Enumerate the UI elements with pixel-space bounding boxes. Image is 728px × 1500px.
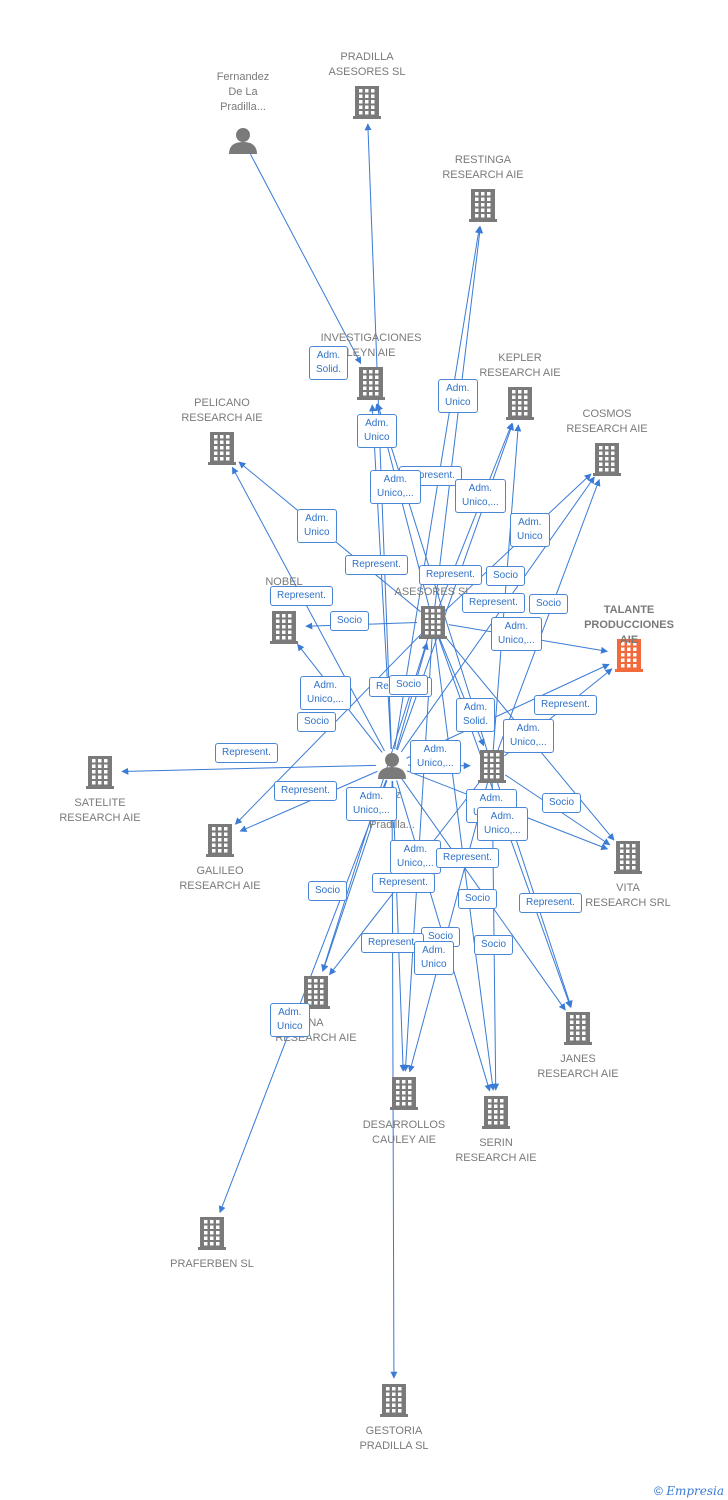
edge-role-label[interactable]: Adm. Unico,... (477, 807, 528, 841)
edge-role-label[interactable]: Represent. (519, 893, 582, 913)
copyright-symbol: © (654, 1484, 663, 1498)
node-label-pelicano[interactable]: PELICANO RESEARCH AIE (181, 397, 263, 424)
node-label-talante-producciones[interactable]: TALANTE PRODUCCIONES AIE (584, 604, 674, 646)
edge-role-label[interactable]: Adm. Unico,... (300, 676, 351, 710)
building-icon[interactable] (615, 639, 643, 672)
edge-role-label[interactable]: Represent. (215, 743, 278, 763)
edge-role-label[interactable]: Socio (330, 611, 370, 631)
building-icon[interactable] (357, 367, 385, 400)
edge-role-label[interactable]: Adm. Unico (297, 509, 337, 543)
edge-role-label[interactable]: Represent. (372, 873, 435, 893)
node-label-satelite[interactable]: SATELITE RESEARCH AIE (59, 797, 141, 824)
edge-role-label[interactable]: Socio (308, 881, 348, 901)
building-icon[interactable] (506, 387, 534, 420)
node-label-investigaciones[interactable]: INVESTIGACIONES LEYN AIE (320, 332, 422, 359)
edge-fernandez-center-to-restinga (394, 226, 482, 750)
edge-role-label[interactable]: Represent. (534, 695, 597, 715)
edge-fernandez-center-to-pelicano (231, 466, 385, 752)
node-label-gestoria[interactable]: GESTORIA PRADILLA SL (359, 1425, 429, 1452)
edge-role-label[interactable]: Represent. (419, 565, 482, 585)
building-icon[interactable] (353, 86, 381, 119)
node-label-fernandez-top[interactable]: Fernandez De La Pradilla... (216, 71, 270, 113)
building-icon[interactable] (208, 432, 236, 465)
building-icon[interactable] (380, 1384, 408, 1417)
node-label-serin[interactable]: SERIN RESEARCH AIE (455, 1137, 537, 1164)
edge-fernandez-center-to-galileo (239, 770, 378, 832)
edge-role-label[interactable]: Adm. Unico,... (503, 719, 554, 753)
edge-role-label[interactable]: Adm. Unico,... (390, 840, 441, 874)
edge-kl-to-cosmos (497, 478, 601, 752)
edge-fernandez-center-to-cosmos (400, 476, 595, 753)
building-icon[interactable] (564, 1012, 592, 1045)
building-icon[interactable] (198, 1217, 226, 1250)
edge-role-label[interactable]: Socio (529, 594, 569, 614)
edge-role-label[interactable]: Represent. (270, 586, 333, 606)
edge-role-label[interactable]: Socio (389, 675, 429, 695)
edge-role-label[interactable]: Socio (542, 793, 582, 813)
edge-role-label[interactable]: Adm. Unico (510, 513, 550, 547)
node-label-galileo[interactable]: GALILEO RESEARCH AIE (179, 865, 261, 892)
building-icon[interactable] (390, 1077, 418, 1110)
node-label-desarrollos[interactable]: DESARROLLOS CAULEY AIE (362, 1119, 446, 1146)
edge-role-label[interactable]: Socio (297, 712, 337, 732)
edge-role-label[interactable]: Adm. Unico,... (491, 617, 542, 651)
building-icon[interactable] (86, 756, 114, 789)
edge-fernandez-center-to-desarrollos (392, 780, 407, 1072)
edge-role-label[interactable]: Adm. Unico,... (370, 470, 421, 504)
edge-role-label[interactable]: Adm. Solid. (309, 346, 349, 380)
edge-role-label[interactable]: Represent. (274, 781, 337, 801)
edge-role-label[interactable]: Adm. Unico,... (455, 479, 506, 513)
footer: © Empresia (654, 1484, 724, 1498)
edge-role-label[interactable]: Adm. Unico (438, 379, 478, 413)
edge-kl-to-kepler (492, 424, 522, 751)
building-icon[interactable] (302, 976, 330, 1009)
edge-fernandez-top-to-investigaciones (250, 153, 362, 365)
building-icon[interactable] (593, 443, 621, 476)
edge-role-label[interactable]: Socio (486, 566, 526, 586)
edge-fernandez-center-to-satelite (121, 764, 377, 775)
building-icon[interactable] (270, 611, 298, 644)
building-icon[interactable] (419, 606, 447, 639)
edge-fernandez-center-to-praferben (218, 779, 387, 1214)
person-icon[interactable] (229, 128, 257, 154)
edge-role-label[interactable]: Represent. (436, 848, 499, 868)
edge-role-label[interactable]: Socio (458, 889, 498, 909)
building-icon[interactable] (469, 189, 497, 222)
edge-role-label[interactable]: Represent. (345, 555, 408, 575)
edge-role-label[interactable]: Adm. Unico,... (410, 740, 461, 774)
nodes-layer (86, 86, 643, 1417)
brand-logo[interactable]: Empresia (666, 1484, 724, 1498)
edge-role-label[interactable]: Adm. Unico (414, 941, 454, 975)
edge-fernandez-center-to-investigaciones (369, 404, 392, 750)
node-label-restinga[interactable]: RESTINGA RESEARCH AIE (442, 154, 524, 181)
edge-role-label[interactable]: Represent. (462, 593, 525, 613)
node-label-kepler[interactable]: KEPLER RESEARCH AIE (479, 352, 561, 379)
node-label-cosmos[interactable]: COSMOS RESEARCH AIE (566, 408, 648, 435)
building-icon[interactable] (206, 824, 234, 857)
node-label-janes[interactable]: JANES RESEARCH AIE (537, 1053, 619, 1080)
node-label-praferben[interactable]: PRAFERBEN SL (170, 1258, 254, 1270)
building-icon[interactable] (614, 841, 642, 874)
edge-role-label[interactable]: Socio (474, 935, 514, 955)
edge-talante-asesores-to-restinga (434, 226, 484, 607)
edge-role-label[interactable]: Adm. Solid. (456, 698, 496, 732)
edge-role-label[interactable]: Adm. Unico (270, 1003, 310, 1037)
edge-role-label[interactable]: Adm. Unico,... (346, 787, 397, 821)
building-icon[interactable] (482, 1096, 510, 1129)
node-label-pradilla-asesores[interactable]: PRADILLA ASESORES SL (328, 51, 406, 78)
edge-role-label[interactable]: Adm. Unico (357, 414, 397, 448)
node-label-vita[interactable]: VITA RESEARCH SRL (585, 882, 671, 909)
building-icon[interactable] (478, 750, 506, 783)
person-icon[interactable] (378, 753, 406, 779)
edge-kl-to-desarrollos (407, 781, 489, 1073)
